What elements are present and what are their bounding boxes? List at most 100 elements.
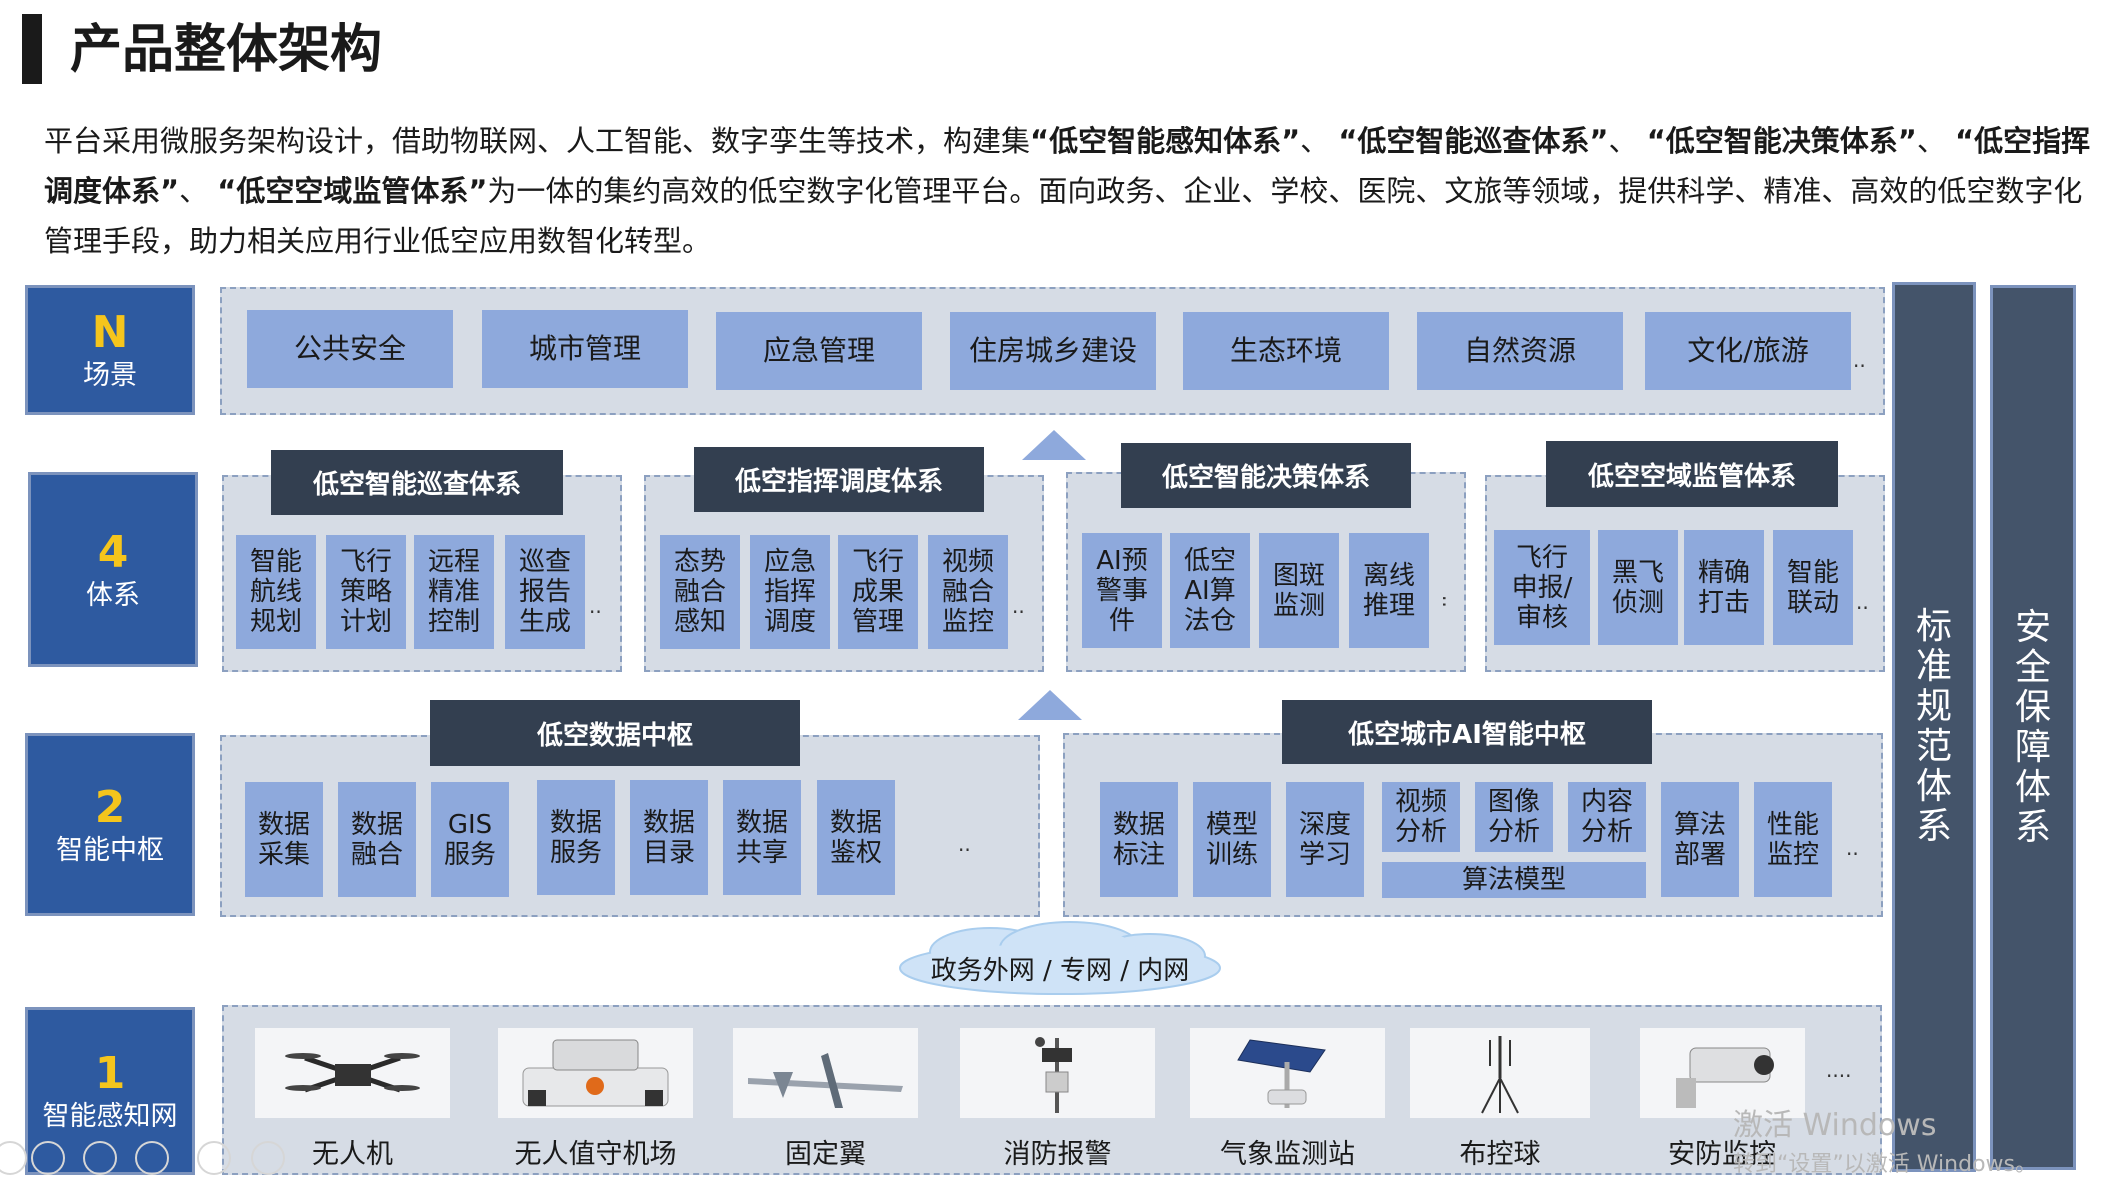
scene-card: 应急管理 <box>716 312 922 390</box>
tier-number: 1 <box>94 1048 126 1099</box>
system-item: 智能 航线 规划 <box>236 535 316 649</box>
system-item: 视频 融合 监控 <box>928 535 1008 649</box>
network-cloud-icon <box>899 921 1221 995</box>
tier-number: 2 <box>94 781 126 833</box>
device-fixed-wing: 固定翼 <box>733 1028 918 1171</box>
hub-item: 数据 采集 <box>245 782 323 897</box>
security-camera-icon <box>1639 1028 1805 1118</box>
more-indicator: .. <box>1853 348 1866 372</box>
system-item: 应急 指挥 调度 <box>750 535 830 649</box>
system-title: 低空智能决策体系 <box>1121 443 1411 508</box>
device-label: 无人值守机场 <box>514 1139 677 1170</box>
system-item: 黑飞 侦测 <box>1598 530 1678 645</box>
tier-label: 体系 <box>86 579 140 611</box>
system-item: AI预 警事 件 <box>1082 533 1162 648</box>
tier-system: 4 体系 <box>28 472 198 667</box>
tier-sensing: 1 智能感知网 <box>25 1007 195 1175</box>
scene-card: 文化/旅游 <box>1645 312 1851 390</box>
hub-item: 数据 服务 <box>537 780 615 895</box>
page-title: 产品整体架构 <box>70 20 383 80</box>
fixed-wing-icon <box>733 1028 918 1118</box>
device-deploy-ball: 布控球 <box>1410 1028 1590 1171</box>
tripod-camera-icon <box>1410 1028 1590 1118</box>
device-fire-alarm: 消防报警 <box>960 1028 1155 1171</box>
system-title: 低空指挥调度体系 <box>694 447 984 512</box>
analysis-item: 内容 分析 <box>1568 782 1646 852</box>
system-title: 低空智能巡查体系 <box>271 450 563 515</box>
up-arrow-icon <box>1022 430 1086 460</box>
tier-number: N <box>91 307 129 358</box>
system-item: 离线 推理 <box>1349 533 1429 648</box>
security-system-column: 安 全 保 障 体 系 <box>1990 285 2076 1170</box>
tier-label: 场景 <box>83 360 137 391</box>
hub-item: 深度 学习 <box>1286 782 1364 897</box>
more-indicator: .. <box>1438 595 1462 608</box>
scene-card: 城市管理 <box>482 310 688 388</box>
more-indicator: .. <box>1846 836 1859 860</box>
scene-card: 公共安全 <box>247 310 453 388</box>
hub-item: 数据 鉴权 <box>817 780 895 895</box>
watermark-line1: 激活 Windows <box>1733 1108 1937 1143</box>
drone-dock-icon <box>498 1028 693 1118</box>
intro-sep: 、 <box>179 174 218 208</box>
analysis-item: 视频 分析 <box>1382 782 1460 852</box>
hub-item: 算法 部署 <box>1661 782 1739 897</box>
tier-scene: N 场景 <box>25 285 195 415</box>
hub-item: 性能 监控 <box>1754 782 1832 897</box>
device-label: 消防报警 <box>1003 1139 1112 1170</box>
hub-title: 低空数据中枢 <box>430 700 800 766</box>
network-label: 政务外网 / 专网 / 内网 <box>930 956 1190 986</box>
scene-card: 自然资源 <box>1417 312 1623 390</box>
scene-card: 生态环境 <box>1183 312 1389 390</box>
drone-icon <box>255 1028 450 1118</box>
intro-paragraph: 平台采用微服务架构设计，借助物联网、人工智能、数字孪生等技术，构建集“低空智能感… <box>44 116 2094 266</box>
intro-bold-5: “低空空域监管体系” <box>217 174 488 208</box>
tier-number: 4 <box>97 526 129 578</box>
more-indicator: .. <box>958 832 971 856</box>
algorithm-model-bar: 算法模型 <box>1382 862 1646 898</box>
system-title: 低空空域监管体系 <box>1546 441 1838 507</box>
hub-item: 数据 共享 <box>723 780 801 895</box>
up-arrow-icon <box>1018 690 1082 720</box>
system-item: 飞行 成果 管理 <box>838 535 918 649</box>
system-item: 飞行 申报/ 审核 <box>1494 530 1590 645</box>
tier-hub: 2 智能中枢 <box>25 733 195 916</box>
intro-sep: 、 <box>1608 124 1647 158</box>
device-security-camera: 安防监控 <box>1627 1028 1817 1171</box>
system-item: 态势 融合 感知 <box>660 535 740 649</box>
intro-text-2: 为一体的集约高效的低空数字化管理平台。面向政务、企业、学校、医院、文旅等领域，提… <box>44 174 2083 258</box>
hub-item: 数据 标注 <box>1100 782 1178 897</box>
hub-item: 数据 融合 <box>338 782 416 897</box>
intro-sep: 、 <box>1916 124 1956 158</box>
system-item: 巡查 报告 生成 <box>505 535 585 649</box>
standard-system-column: 标 准 规 范 体 系 <box>1892 282 1976 1172</box>
device-label: 无人机 <box>312 1139 393 1170</box>
intro-sep: 、 <box>1300 124 1339 158</box>
more-indicator: .... <box>1826 1058 1852 1082</box>
hub-item: 数据 目录 <box>630 780 708 895</box>
tier-label: 智能感知网 <box>42 1101 178 1132</box>
system-item: 图斑 监测 <box>1259 533 1339 648</box>
device-label: 气象监测站 <box>1220 1139 1355 1170</box>
more-indicator: .. <box>1856 590 1869 614</box>
device-label: 安防监控 <box>1668 1139 1776 1170</box>
device-label: 布控球 <box>1459 1139 1541 1170</box>
device-airport: 无人值守机场 <box>498 1028 693 1171</box>
system-item: 智能 联动 <box>1773 530 1853 645</box>
tier-label: 智能中枢 <box>56 834 164 866</box>
system-item: 精确 打击 <box>1684 530 1764 645</box>
device-label: 固定翼 <box>785 1139 866 1170</box>
slide-toolbar <box>0 1138 300 1178</box>
intro-bold-4: “低空指挥调度体系” <box>44 124 2091 208</box>
hub-item: GIS 服务 <box>431 782 509 897</box>
device-weather-station: 气象监测站 <box>1190 1028 1385 1171</box>
hub-title: 低空城市AI智能中枢 <box>1282 700 1652 764</box>
watermark-line2: 转到“设置”以激活 Windows。 <box>1733 1152 2037 1177</box>
more-indicator: .. <box>589 594 602 618</box>
fire-alarm-icon <box>960 1028 1155 1118</box>
title-accent-bar <box>22 14 42 84</box>
analysis-item: 图像 分析 <box>1475 782 1553 852</box>
more-indicator: .. <box>1012 594 1025 618</box>
intro-bold-1: “低空智能感知体系” <box>1030 124 1301 158</box>
scene-card: 住房城乡建设 <box>950 312 1156 390</box>
